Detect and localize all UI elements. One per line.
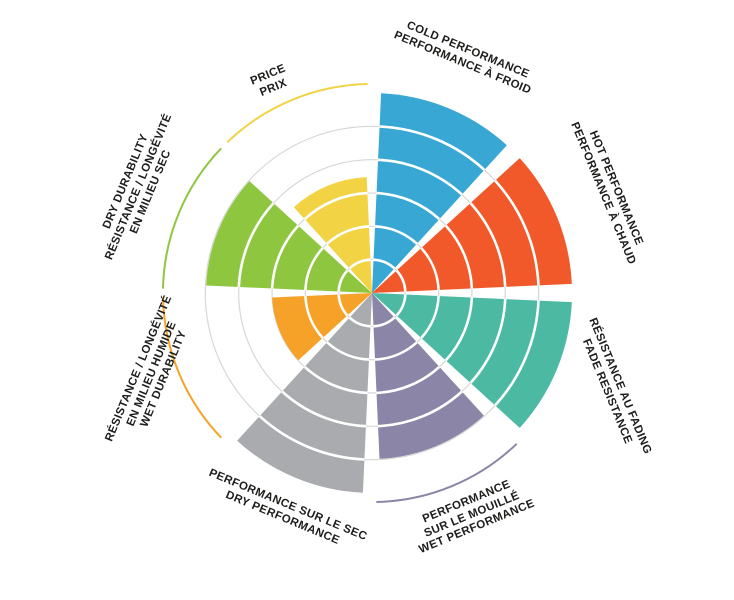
sector-ring-gap: [373, 258, 396, 270]
sector-ring-gap: [420, 247, 440, 291]
sector-cold-performance: [372, 93, 507, 293]
sector-wet-durability: [272, 293, 372, 361]
scale-track-wet-durability: [162, 297, 222, 439]
sector-ring-gap: [494, 179, 540, 286]
sector-ring-gap: [237, 202, 275, 288]
sector-ring-gap: [373, 316, 396, 328]
sector-ring-gap: [281, 390, 367, 428]
sector-ring-gap: [326, 341, 370, 361]
sector-ring-gap: [469, 298, 507, 384]
sector-fade-resistance: [372, 293, 572, 428]
sector-ring-gap: [304, 295, 324, 339]
sector-ring-gap: [374, 341, 418, 361]
sector-ring-gap: [420, 295, 440, 339]
scale-track-price: [226, 83, 368, 143]
sector-ring-gap: [444, 224, 474, 289]
sector-price: [293, 177, 372, 293]
grid-ring: [204, 125, 540, 461]
grid-ring: [338, 259, 406, 327]
sector-ring-gap: [377, 390, 463, 428]
sector-ring-gap: [444, 297, 474, 362]
grid-ring: [304, 225, 440, 361]
sector-ring-gap: [304, 247, 324, 291]
sector-ring-gap: [337, 269, 349, 292]
sector-hot-performance: [372, 158, 572, 293]
sector-ring-gap: [303, 191, 368, 221]
grid-ring: [238, 159, 506, 427]
sector-ring-gap: [348, 316, 371, 328]
sector-ring-gap: [374, 225, 418, 245]
sector-ring-gap: [258, 415, 365, 461]
sector-ring-gap: [376, 191, 441, 221]
sector-ring-gap: [337, 294, 349, 317]
grid-ring: [271, 192, 473, 394]
sector-ring-gap: [326, 225, 370, 245]
sector-ring-gap: [494, 300, 540, 407]
scale-track-wet-performance: [376, 443, 518, 503]
sector-ring-gap: [395, 294, 407, 317]
sector-ring-gap: [303, 365, 368, 395]
sector-ring-gap: [395, 269, 407, 292]
sector-ring-gap: [270, 224, 300, 289]
sector-ring-gap: [377, 158, 463, 196]
sector-ring-gap: [348, 258, 371, 270]
sector-ring-gap: [469, 202, 507, 288]
scale-track-dry-durability: [162, 147, 222, 289]
sector-ring-gap: [376, 365, 441, 395]
sector-dry-performance: [237, 293, 372, 493]
sector-ring-gap: [379, 125, 486, 171]
